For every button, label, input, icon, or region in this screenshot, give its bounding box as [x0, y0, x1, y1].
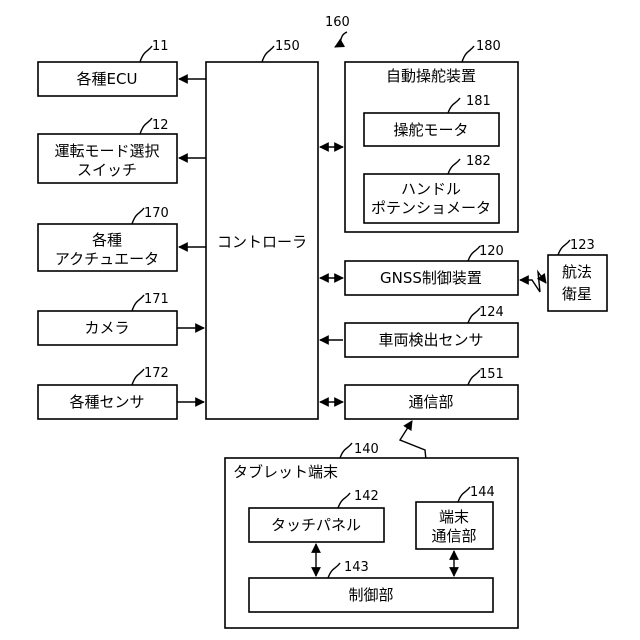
ecu-ref: 11 [152, 39, 169, 54]
block-vehicle-sensor: 車両検出センサ 124 [345, 305, 518, 357]
handle-pot-label-1: ハンドル [401, 180, 461, 198]
controller-ref: 150 [275, 39, 300, 54]
mode-switch-ref-leader [140, 118, 152, 134]
wireless-gnss-satellite [520, 272, 546, 292]
camera-label: カメラ [84, 319, 129, 337]
sensors-label: 各種センサ [69, 393, 144, 411]
steer-motor-ref: 181 [466, 94, 491, 109]
block-mode-switch: 運転モード選択 スイッチ 12 [38, 118, 177, 183]
mode-switch-ref: 12 [152, 118, 169, 133]
control-unit-ref: 143 [344, 560, 369, 575]
mode-switch-label-2: スイッチ [77, 161, 137, 179]
sensors-ref-leader [132, 369, 144, 385]
steer-motor-label: 操舵モータ [393, 121, 468, 139]
autosteer-ref-leader [462, 46, 474, 62]
block-camera: カメラ 171 [38, 292, 177, 345]
ecu-ref-leader [140, 46, 152, 62]
actuators-label-2: アクチュエータ [55, 250, 159, 268]
block-actuators: 各種 アクチュエータ 170 [38, 206, 177, 271]
actuators-label-1: 各種 [92, 231, 122, 249]
figure-number: 160 [325, 15, 350, 30]
satellite-label-2: 衛星 [562, 285, 592, 303]
comm-label: 通信部 [408, 393, 453, 411]
camera-ref: 171 [144, 292, 169, 307]
block-controller: コントローラ 150 [206, 39, 318, 419]
satellite-ref: 123 [570, 238, 595, 253]
gnss-ref: 120 [479, 244, 504, 259]
satellite-label-1: 航法 [562, 263, 592, 281]
comm-ref: 151 [479, 367, 504, 382]
actuators-ref-leader [132, 208, 144, 224]
autosteer-ref: 180 [476, 39, 501, 54]
block-comm: 通信部 151 [345, 367, 518, 419]
block-ecu: 各種ECU 11 [38, 39, 177, 96]
terminal-comm-label-2: 通信部 [431, 527, 476, 545]
tablet-ref: 140 [354, 442, 379, 457]
block-gnss: GNSS制御装置 120 [345, 244, 518, 295]
mode-switch-label-1: 運転モード選択 [54, 142, 159, 160]
touch-panel-label: タッチパネル [271, 516, 361, 534]
touch-panel-ref: 142 [354, 489, 379, 504]
gnss-label: GNSS制御装置 [380, 269, 482, 287]
vehicle-sensor-ref: 124 [479, 305, 504, 320]
actuators-ref: 170 [144, 206, 169, 221]
tablet-ref-leader [340, 443, 352, 458]
control-unit-label: 制御部 [348, 586, 393, 604]
handle-pot-label-2: ポテンショメータ [371, 199, 491, 217]
figure-pointer [335, 32, 347, 47]
tablet-label: タブレット端末 [233, 463, 338, 481]
autosteer-label: 自動操舵装置 [386, 67, 476, 85]
sensors-ref: 172 [144, 366, 169, 381]
block-tablet: タブレット端末 140 タッチパネル 142 端末 通信部 144 制御部 14… [225, 442, 518, 628]
ecu-label: 各種ECU [77, 70, 138, 88]
controller-label: コントローラ [217, 233, 307, 251]
camera-ref-leader [132, 295, 144, 311]
handle-pot-ref: 182 [466, 154, 491, 169]
block-autosteer: 自動操舵装置 180 操舵モータ 181 ハンドル ポテンショメータ 182 [345, 39, 518, 232]
vehicle-sensor-label: 車両検出センサ [378, 331, 483, 349]
block-sensors: 各種センサ 172 [38, 366, 177, 419]
terminal-comm-label-1: 端末 [439, 508, 469, 526]
controller-ref-leader [262, 46, 274, 62]
terminal-comm-ref: 144 [470, 485, 495, 500]
satellite-ref-leader [558, 240, 570, 255]
block-satellite: 航法 衛星 123 [548, 238, 607, 311]
